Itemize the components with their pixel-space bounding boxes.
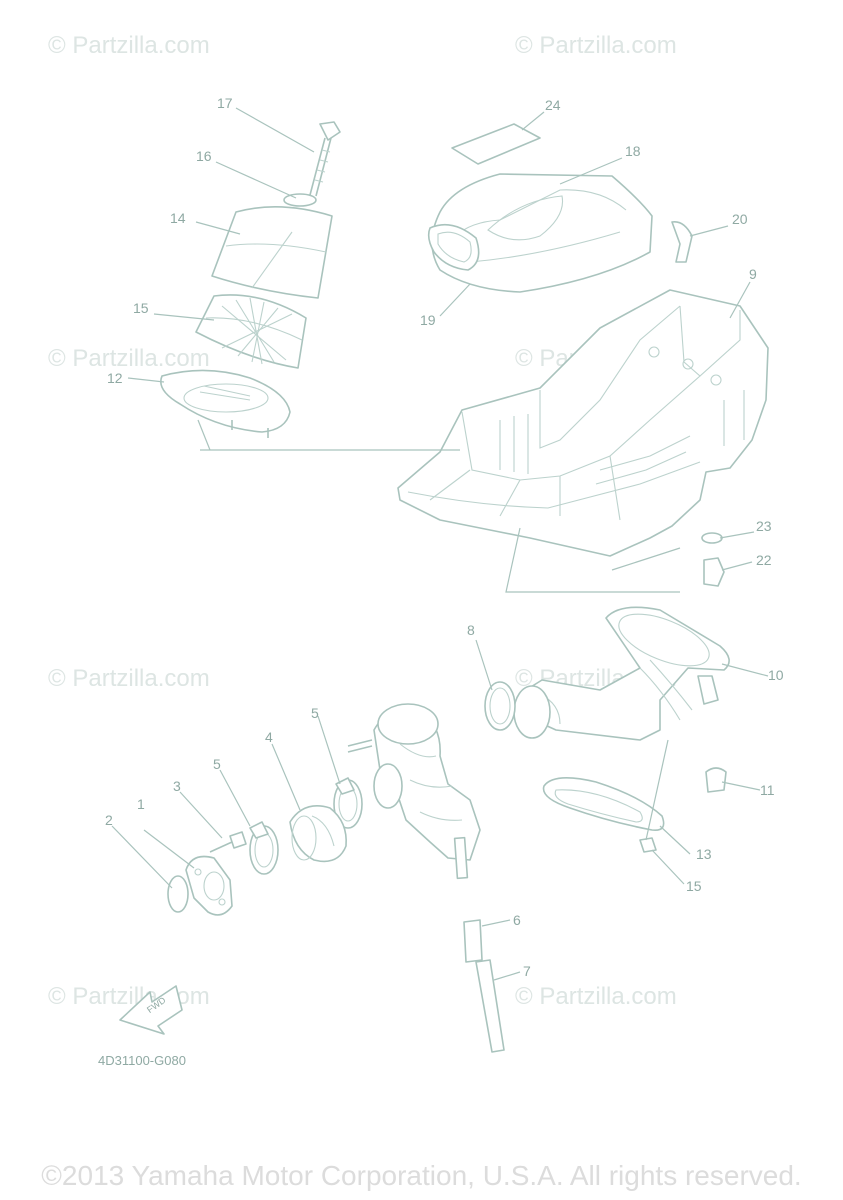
part-7-hose[interactable] <box>475 959 505 1053</box>
part-label-12: 13 <box>696 846 712 862</box>
part-label-21: 20 <box>732 211 748 227</box>
leader-lines <box>111 107 769 981</box>
part-label-2: 2 <box>105 812 113 828</box>
part-5-clamp-left[interactable] <box>249 821 279 875</box>
part-label-24: 24 <box>545 97 561 113</box>
part-19-air-box-cap[interactable] <box>431 173 653 293</box>
part-label-8: 8 <box>467 622 475 638</box>
part-label-3: 3 <box>173 778 181 794</box>
part-11-fitting[interactable] <box>705 767 727 793</box>
part-3-bolt[interactable] <box>209 831 247 853</box>
part-1-manifold[interactable] <box>185 855 233 916</box>
part-8-clamp[interactable] <box>484 681 551 739</box>
part-label-4: 4 <box>265 729 273 745</box>
part-label-15: 14 <box>170 210 186 226</box>
part-label-7: 7 <box>523 963 531 979</box>
part-label-5: 5 <box>311 705 319 721</box>
part-14-nut[interactable] <box>639 837 657 853</box>
part-label-13: 12 <box>107 370 123 386</box>
part-21-clip[interactable] <box>671 220 693 263</box>
part-label-1: 1 <box>137 796 145 812</box>
part-label-14: 15 <box>686 878 702 894</box>
part-24-label[interactable] <box>451 123 541 165</box>
part-23-clip[interactable] <box>701 532 723 544</box>
part-label-17: 16 <box>196 148 212 164</box>
part-label-20: 19 <box>420 312 436 328</box>
part-12-gasket[interactable] <box>542 777 665 832</box>
part-label-19: 18 <box>625 143 641 159</box>
watermark: © Partzilla.com <box>48 983 210 1010</box>
part-4-joint[interactable] <box>289 805 347 863</box>
part-22-cap[interactable] <box>703 557 725 587</box>
part-20-joint-seal[interactable] <box>427 223 480 271</box>
diagram-code: 4D31100-G080 <box>98 1053 186 1068</box>
part-label-23: 23 <box>756 518 772 534</box>
fwd-arrow-icon <box>119 985 183 1035</box>
part-17-washer[interactable] <box>283 193 317 207</box>
part-label-18: 17 <box>217 95 233 111</box>
part-5-clamp-right[interactable] <box>333 777 363 829</box>
watermark: © Partzilla.com <box>48 345 210 372</box>
part-13-element-base[interactable] <box>160 369 291 438</box>
part-label-11: 11 <box>760 782 775 798</box>
part-label-10: 10 <box>768 667 784 683</box>
part-label-5: 5 <box>213 756 221 772</box>
watermark: © Partzilla.com <box>48 32 210 59</box>
watermark: © Partzilla.com <box>515 32 677 59</box>
copyright-notice: ©2013 Yamaha Motor Corporation, U.S.A. A… <box>41 1160 802 1191</box>
part-label-22: 22 <box>756 552 772 568</box>
carburetor[interactable] <box>347 703 481 880</box>
part-10-joint[interactable] <box>523 603 730 741</box>
part-label-9: 9 <box>749 266 757 282</box>
part-9-air-box[interactable] <box>397 289 769 557</box>
part-2-o-ring[interactable] <box>167 875 189 913</box>
part-label-16: 15 <box>133 300 149 316</box>
watermark: © Partzilla.com <box>48 665 210 692</box>
part-18-bolt[interactable] <box>309 121 341 197</box>
watermark: © Partzilla.com <box>515 983 677 1010</box>
part-label-6: 6 <box>513 912 521 928</box>
part-6-fitting[interactable] <box>463 919 483 963</box>
part-15-element-cover[interactable] <box>211 206 333 299</box>
part-16-element-frame[interactable] <box>195 294 307 369</box>
